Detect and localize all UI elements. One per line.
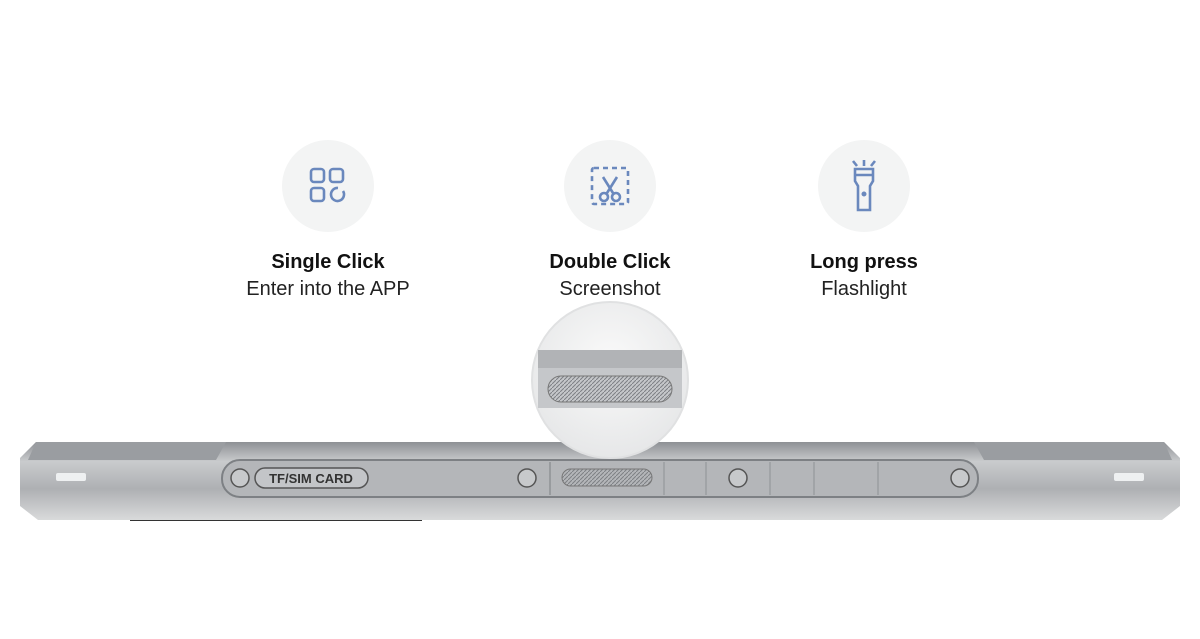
flashlight-icon bbox=[851, 160, 877, 212]
scissors-screenshot-icon bbox=[590, 166, 630, 206]
feature-title: Single Click bbox=[271, 251, 385, 273]
feature-title: Double Click bbox=[549, 251, 671, 273]
icon-circle bbox=[818, 140, 910, 232]
sim-tray-label: TF/SIM CARD bbox=[269, 471, 353, 486]
feature-double-click: Double Click Screenshot bbox=[480, 140, 740, 303]
feature-subtitle: Flashlight bbox=[821, 278, 907, 300]
feature-long-press: Long press Flashlight bbox=[734, 140, 994, 303]
feature-single-click: Single Click Enter into the APP bbox=[198, 140, 458, 303]
feature-subtitle: Enter into the APP bbox=[246, 278, 410, 300]
left-port bbox=[56, 473, 86, 481]
icon-circle bbox=[564, 140, 656, 232]
feature-title: Long press bbox=[810, 251, 918, 273]
feature-subtitle: Screenshot bbox=[559, 278, 661, 300]
custom-key[interactable] bbox=[561, 468, 653, 487]
sim-tray bbox=[254, 467, 369, 489]
apps-grid-icon bbox=[309, 167, 346, 203]
right-port bbox=[1114, 473, 1144, 481]
screw bbox=[230, 468, 970, 488]
icon-circle bbox=[282, 140, 374, 232]
magnifier-custom-key bbox=[531, 301, 689, 459]
